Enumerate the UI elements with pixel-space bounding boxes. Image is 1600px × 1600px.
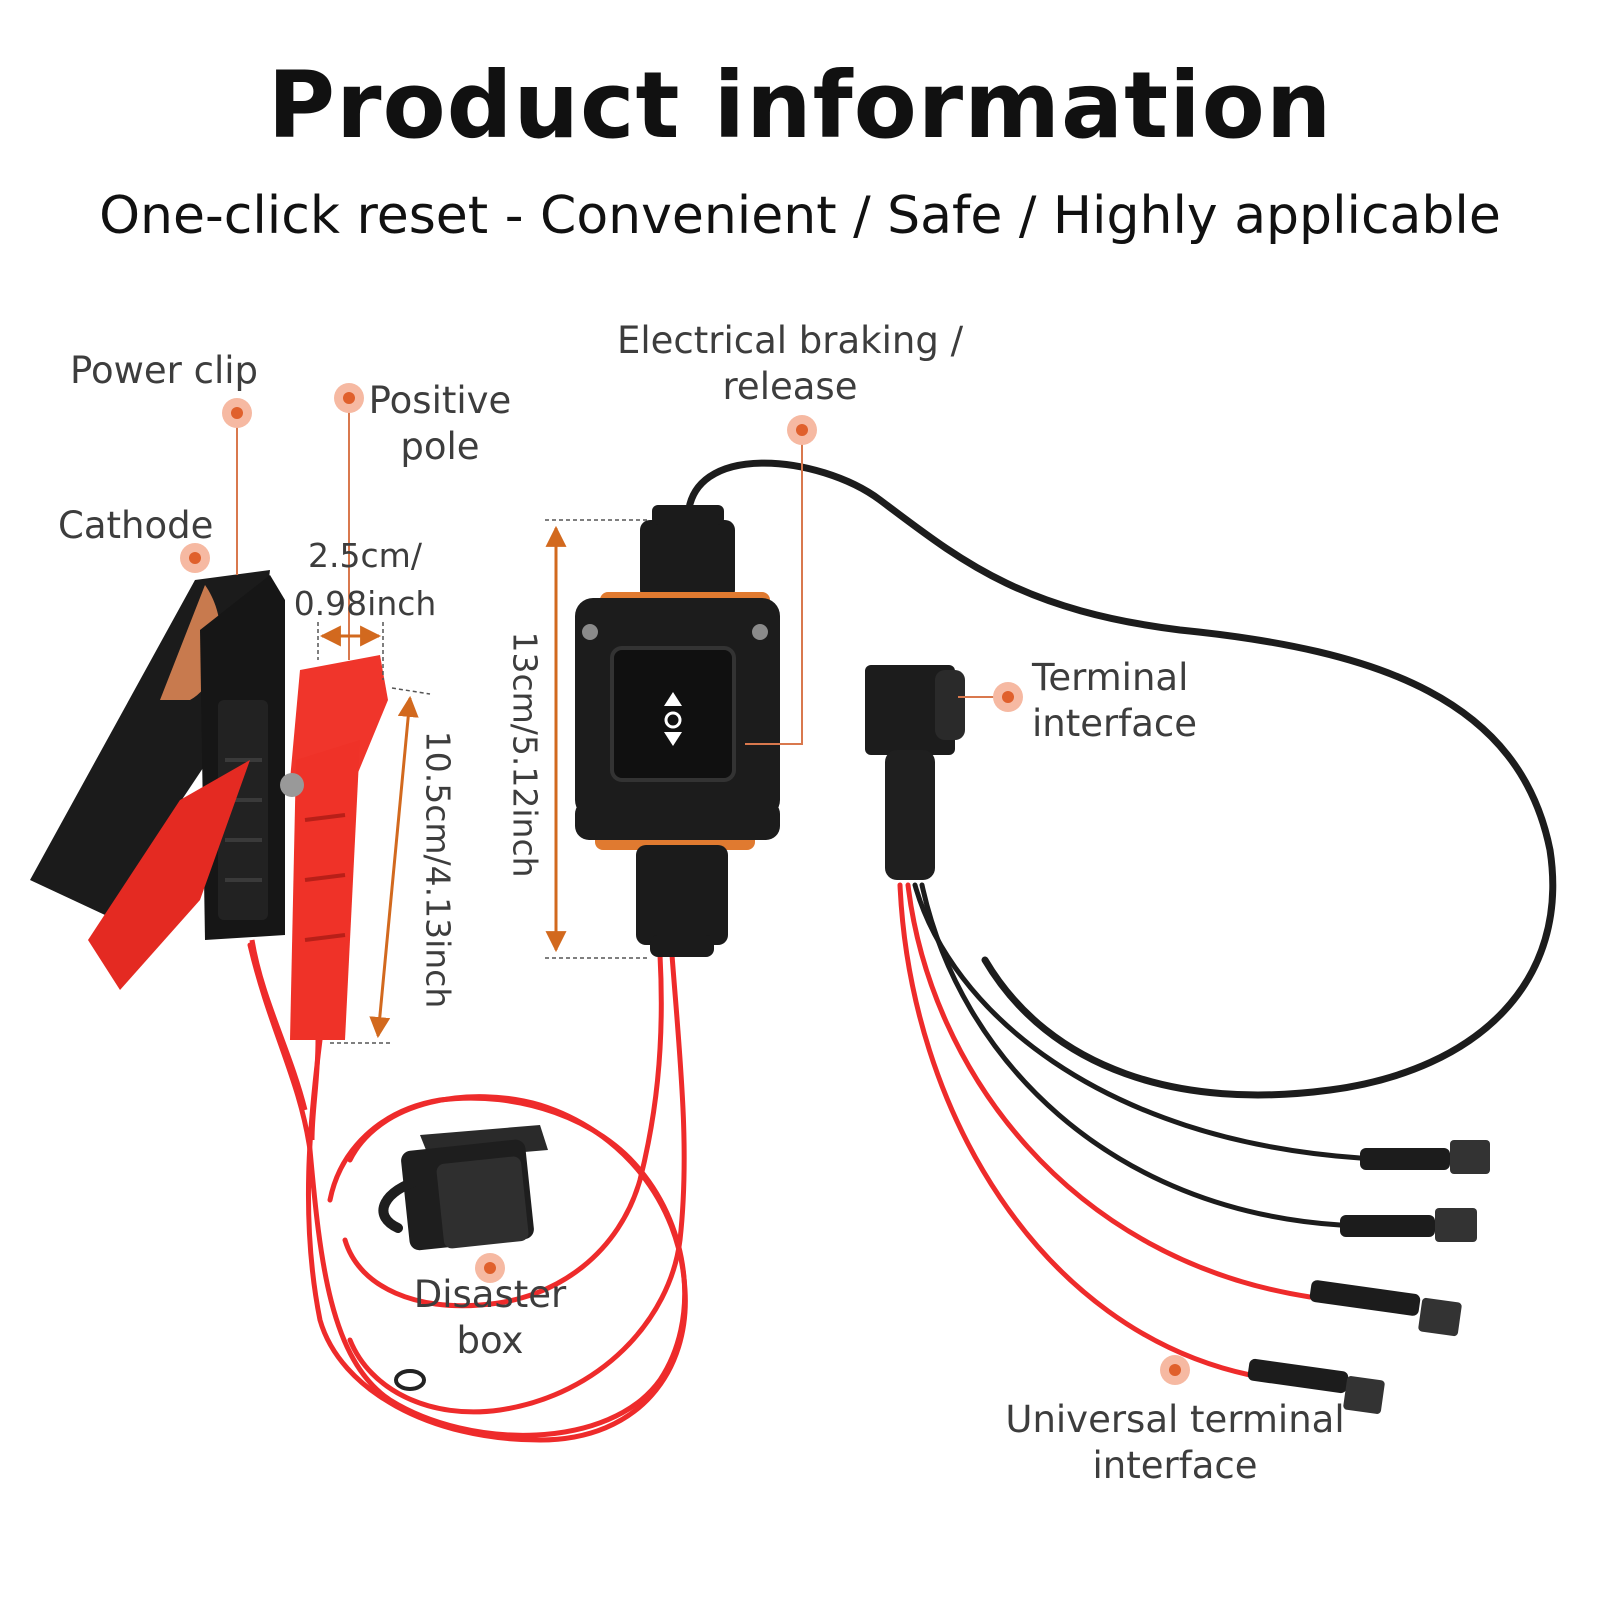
label-positive-pole-line1: Positive	[368, 379, 512, 422]
black-cable	[684, 459, 1557, 1099]
label-positive-pole: Positive pole	[360, 378, 520, 470]
label-disaster-box-line2: box	[456, 1319, 524, 1362]
dim-clip-length: 10.5cm/4.13inch	[418, 730, 458, 1009]
clip-red-wire-1	[249, 939, 308, 1111]
dim-clip-width-line2: 0.98inch	[293, 584, 437, 623]
label-terminal-interface-line2: interface	[1032, 702, 1198, 745]
dimension-lines	[317, 519, 650, 1044]
switch-housing-shape	[575, 505, 780, 957]
label-disaster-box: Disaster box	[400, 1272, 580, 1364]
dim-clip-width: 2.5cm/ 0.98inch	[290, 532, 440, 628]
fuse-box-shape	[378, 1125, 548, 1251]
label-power-clip: Power clip	[70, 349, 259, 392]
cable-tie	[394, 1369, 426, 1391]
marker-dots	[180, 383, 1190, 1385]
label-cathode: Cathode	[58, 504, 214, 547]
label-electrical-braking-line2: release	[722, 365, 858, 408]
terminal-lugs	[1247, 1140, 1490, 1414]
label-terminal-interface: Terminal interface	[1032, 655, 1197, 747]
black-clip-shape	[30, 570, 285, 940]
label-universal-terminal-line1: Universal terminal	[1005, 1398, 1345, 1441]
label-electrical-braking: Electrical braking / release	[610, 318, 970, 410]
page-title: Product information	[267, 52, 1333, 159]
leader-lines	[236, 398, 1008, 745]
label-terminal-interface-line1: Terminal	[1032, 656, 1189, 699]
dim-switch-length: 13cm/5.12inch	[505, 631, 545, 878]
page-subtitle: One-click reset - Convenient / Safe / Hi…	[99, 186, 1501, 246]
clip-red-wire-2	[309, 1039, 321, 1141]
label-electrical-braking-line1: Electrical braking /	[616, 319, 964, 362]
label-disaster-box-line1: Disaster	[413, 1273, 567, 1316]
terminal-connector-shape	[865, 665, 965, 880]
label-positive-pole-line2: pole	[400, 425, 480, 468]
fanout-wires	[897, 882, 1363, 1378]
red-clip-shape	[88, 655, 388, 1040]
dim-clip-width-line1: 2.5cm/	[308, 536, 422, 575]
red-wire-coil	[247, 942, 688, 1443]
label-universal-terminal: Universal terminal interface	[1000, 1397, 1350, 1489]
label-universal-terminal-line2: interface	[1092, 1444, 1258, 1487]
